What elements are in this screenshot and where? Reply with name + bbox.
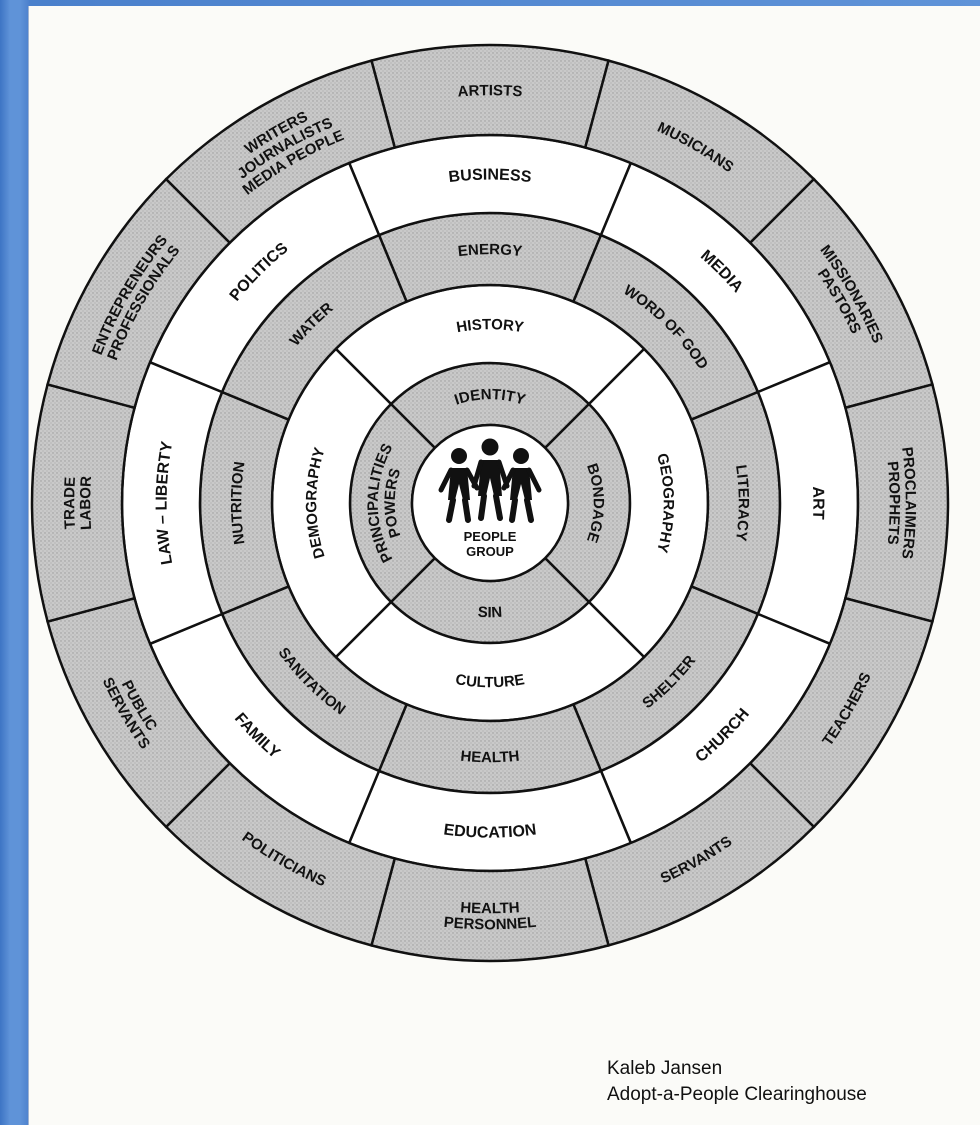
label-trade-labor: TRADE [61, 476, 79, 529]
center-label-line1: PEOPLE [464, 529, 517, 544]
label-principalities-line2: POWERS [381, 466, 404, 539]
people-group-center: PEOPLE GROUP [410, 423, 570, 583]
label-health-personnel-line2: PERSONNEL [443, 914, 537, 933]
label-bondage: BONDAGE [583, 461, 607, 544]
label-education: EDUCATION [443, 821, 538, 841]
label-history: HISTORY [455, 316, 525, 336]
label-proclaimers-prophets-line2: PROPHETS [884, 461, 903, 546]
segment-writers-journalists-media [164, 59, 397, 245]
credit-organization: Adopt-a-People Clearinghouse [607, 1084, 867, 1105]
label-literacy: LITERACY [732, 464, 752, 542]
people-group-icon [438, 438, 542, 523]
label-energy: ENERGY [457, 241, 523, 260]
label-art: ART [809, 486, 826, 520]
credit-author: Kaleb Jansen [607, 1058, 723, 1079]
label-law-liberty: LAW – LIBERTY [154, 440, 177, 566]
label-nutrition: NUTRITION [228, 460, 248, 545]
label-culture: CULTURE [454, 671, 526, 691]
label-proclaimers-prophets: PROCLAIMERS [898, 446, 919, 560]
label-sin: SIN [477, 604, 503, 622]
label-identity: IDENTITY [452, 386, 527, 409]
label-health: HEALTH [460, 748, 520, 767]
center-label-line2: GROUP [466, 544, 514, 559]
label-artists: ARTISTS [457, 82, 523, 100]
label-geography: GEOGRAPHY [653, 452, 677, 555]
label-health-personnel: HEALTH [460, 899, 520, 917]
label-trade-labor-line2: LABOR [77, 475, 95, 530]
label-business: BUSINESS [448, 167, 533, 187]
